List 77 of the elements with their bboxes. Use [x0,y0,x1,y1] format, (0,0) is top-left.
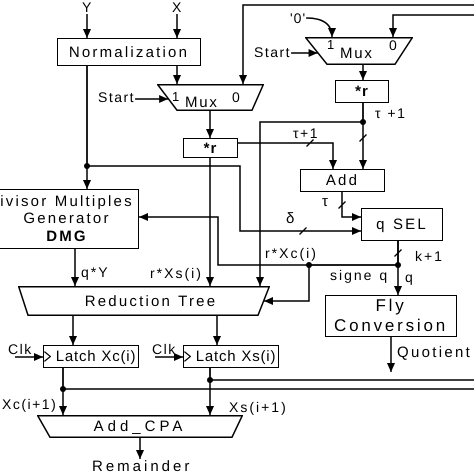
edge-label: q [405,270,415,284]
adder-tree-trapezoid [18,286,270,316]
port-number: 1 [172,90,180,103]
arrow [238,4,474,84]
edge-label: Xc(i+1) [2,397,58,411]
arrow [139,212,399,266]
arrow [358,65,368,80]
arrow [341,192,361,222]
arrow [172,66,182,84]
block-label: Fly Conversion [333,296,449,336]
arrow [136,438,144,459]
edge-label: r*Xc(i) [265,246,318,260]
block-label: ivisor Multiples Generator [0,192,134,228]
signal-line [62,368,474,390]
adder-trapezoid [37,415,243,438]
input-label: Y [82,0,92,14]
arrow [291,48,318,58]
function-block [300,169,385,192]
arrow [206,111,214,138]
edge-label: r*Xs(i) [150,266,203,280]
output-label: Remainder [92,459,192,474]
edge-label: τ +1 [375,106,406,120]
edge-label: q*Y [81,265,110,279]
arrow [70,249,80,286]
function-block [361,208,443,241]
signal-line [209,368,474,381]
block-label: *r [355,84,369,99]
arrow [256,103,364,286]
function-block [335,80,389,103]
block-label: Add_CPA [94,419,186,434]
edge-label: τ [322,194,328,209]
edge-label: Xs(i+1) [229,400,288,414]
arrow [212,316,222,345]
block-label: Normalization [68,44,190,60]
block-label: *r [204,140,218,156]
function-block [57,38,201,66]
arrow [155,352,183,362]
arrow [15,352,43,362]
arrow [86,66,361,236]
control-signal-label: Start [98,90,136,104]
multiplexer-trapezoid [305,37,413,65]
arrow [172,14,182,38]
function-block [183,138,238,158]
constant-label: '0' [290,11,306,25]
arrow [388,14,474,37]
edge-label: signe q [330,268,390,282]
arrow [206,158,214,286]
input-label: X [172,0,182,14]
control-signal-label: Start [254,45,292,59]
block-title: DMG [46,228,88,246]
block-label: Reduction Tree [84,294,218,308]
bus-width-label: k+1 [415,249,444,263]
latch-block [183,345,279,368]
arrow [135,94,168,104]
block-label: q SEL [376,217,428,232]
function-block [0,189,139,249]
latch-block [43,345,139,368]
arrow [386,337,396,372]
block-label: Mux [340,46,374,61]
multiplexer-trapezoid [157,84,264,111]
clock-signal-label: Clk [152,342,177,357]
arrow [82,14,92,38]
port-number: 0 [389,38,397,52]
arrow [306,17,336,38]
block-label: Mux [185,95,219,110]
clock-signal-label: Clk [8,342,33,357]
port-number: 0 [232,90,240,104]
port-number: 1 [327,38,334,51]
block-label: Latch Xs(i) [196,349,276,364]
block-label: Add [326,173,360,188]
edge-label: Quotient [397,345,472,360]
arrow [238,142,338,169]
arrow [68,316,78,345]
edge-label: δ [286,211,294,226]
edge-label: τ+1 [293,126,319,140]
function-block [325,295,457,337]
block-label: Latch Xc(i) [56,349,136,364]
